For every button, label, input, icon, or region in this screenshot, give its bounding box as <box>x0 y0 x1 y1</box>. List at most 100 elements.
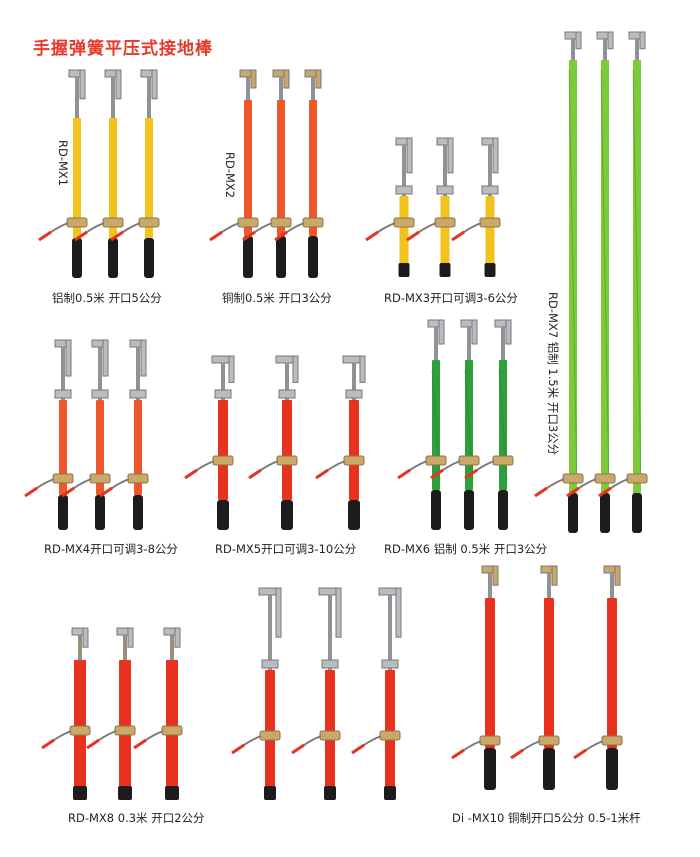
rod-collar-p5-r0 <box>212 455 234 466</box>
clamp-nut-p5-r0 <box>214 389 232 399</box>
rod-collar-p5-r2 <box>343 455 365 466</box>
rod-collar-p0-r1 <box>102 217 124 228</box>
caption-mx8: RD-MX8 0.3米 开口2公分 <box>68 811 205 825</box>
rod-wire-tip-p3-r0 <box>534 486 548 498</box>
rod-wire-tip-p1-r0 <box>209 230 223 242</box>
rod-cap-p7-r2 <box>165 786 179 800</box>
rod-shaft-p5-r2 <box>349 400 359 500</box>
rod-shaft-p5-r0 <box>218 400 228 500</box>
caption-mx5: RD-MX5开口可调3-10公分 <box>215 542 357 556</box>
rod-shaft-p1-r1 <box>277 100 285 236</box>
clamp-screw-p1-r1 <box>279 77 283 100</box>
rod-handle-p5-r2 <box>348 500 360 530</box>
rod-collar-p6-r2 <box>492 455 514 466</box>
rod-wire-tip-p2-r1 <box>406 230 420 242</box>
label-mx2: RD-MX2 <box>223 152 237 199</box>
rod-wire-tip-p5-r0 <box>184 468 198 480</box>
rod-handle-p6-r2 <box>498 490 508 530</box>
clamp-jaw-p2-r1 <box>447 137 454 174</box>
rod-handle-p4-r1 <box>95 495 105 530</box>
clamp-jaw-p3-r0 <box>575 31 582 50</box>
caption-mx2: 铜制0.5米 开口3公分 <box>222 291 332 305</box>
clamp-screw-p6-r2 <box>501 327 505 360</box>
rod-wire-tip-p4-r1 <box>61 486 75 498</box>
rod-shaft-p9-r0 <box>485 598 495 748</box>
rod-collar-p1-r2 <box>302 217 324 228</box>
clamp-jaw-p5-r2 <box>359 355 366 383</box>
clamp-nut-p8-r1 <box>321 659 339 669</box>
rod-wire-tip-p6-r0 <box>397 468 411 480</box>
clamp-screw-p6-r1 <box>467 327 471 360</box>
rod-collar-p2-r0 <box>393 217 415 228</box>
rod-handle-p3-r2 <box>632 493 642 533</box>
clamp-screw-p3-r1 <box>603 39 607 60</box>
rod-wire-tip-p9-r2 <box>573 748 587 760</box>
rod-collar-p1-r0 <box>237 217 259 228</box>
clamp-screw-p9-r1 <box>547 573 551 598</box>
clamp-nut-p2-r2 <box>481 185 499 195</box>
rod-shaft-p5-r1 <box>282 400 292 500</box>
rod-collar-p8-r2 <box>379 730 401 741</box>
rod-wire-tip-p2-r0 <box>365 230 379 242</box>
rod-handle-p0-r2 <box>144 238 154 278</box>
rod-shaft-p2-r2 <box>485 196 495 277</box>
clamp-jaw-p6-r0 <box>438 319 445 345</box>
rod-wire-tip-p5-r2 <box>315 468 329 480</box>
clamp-jaw-p5-r1 <box>292 355 299 383</box>
rod-collar-p4-r0 <box>52 473 74 484</box>
rod-handle-p9-r0 <box>484 748 496 790</box>
rod-handle-p4-r0 <box>58 495 68 530</box>
clamp-jaw-p7-r1 <box>127 627 134 648</box>
rod-handle-p0-r1 <box>108 238 118 278</box>
clamp-screw-p0-r0 <box>75 77 79 118</box>
rod-cap-p8-r0 <box>264 786 276 800</box>
clamp-screw-p9-r2 <box>610 573 614 598</box>
clamp-screw-p2-r2 <box>488 145 492 196</box>
caption-mx3: RD-MX3开口可调3-6公分 <box>384 291 518 305</box>
label-mx1: RD-MX1 <box>56 140 70 187</box>
clamp-nut-p2-r1 <box>436 185 454 195</box>
rod-cap-p7-r0 <box>73 786 87 800</box>
clamp-screw-p4-r0 <box>61 347 65 400</box>
rod-wire-tip-p7-r0 <box>41 738 55 750</box>
rod-handle-p5-r0 <box>217 500 229 530</box>
clamp-screw-p7-r2 <box>170 635 174 660</box>
rod-collar-p7-r2 <box>161 725 183 736</box>
rod-collar-p3-r1 <box>594 473 616 484</box>
rod-collar-p9-r1 <box>538 735 560 746</box>
clamp-jaw-p1-r0 <box>250 69 257 89</box>
rod-collar-p6-r0 <box>425 455 447 466</box>
clamp-screw-p5-r2 <box>352 363 356 400</box>
clamp-screw-p7-r1 <box>123 635 127 660</box>
rod-collar-p2-r2 <box>479 217 501 228</box>
rod-wire-tip-p8-r0 <box>231 743 245 755</box>
rod-handle-p5-r1 <box>281 500 293 530</box>
clamp-jaw-p9-r0 <box>492 565 499 586</box>
clamp-jaw-p7-r2 <box>174 627 181 648</box>
rod-wire-tip-p9-r1 <box>510 748 524 760</box>
clamp-screw-p9-r0 <box>488 573 492 598</box>
caption-mx4: RD-MX4开口可调3-8公分 <box>44 542 178 556</box>
clamp-jaw-p0-r1 <box>115 69 122 100</box>
rod-handle-p3-r1 <box>600 493 610 533</box>
rod-wire-tip-p1-r2 <box>274 230 288 242</box>
rod-collar-p8-r0 <box>259 730 281 741</box>
clamp-jaw-p2-r0 <box>406 137 413 174</box>
rod-collar-p0-r0 <box>66 217 88 228</box>
rod-collar-p6-r1 <box>458 455 480 466</box>
rod-wire-tip-p3-r2 <box>598 486 612 498</box>
rod-collar-p4-r2 <box>127 473 149 484</box>
rod-shaft-p9-r1 <box>544 598 554 748</box>
rod-stripe-p3-r2 <box>632 69 642 484</box>
rod-collar-p8-r1 <box>319 730 341 741</box>
rod-wire-tip-p0-r2 <box>110 230 124 242</box>
rod-wire-tip-p0-r1 <box>74 230 88 242</box>
rod-stripe-p3-r1 <box>600 69 610 484</box>
caption-mx1: 铝制0.5米 开口5公分 <box>52 291 162 305</box>
rod-collar-p5-r1 <box>276 455 298 466</box>
clamp-jaw-p2-r2 <box>492 137 499 174</box>
clamp-screw-p1-r0 <box>246 77 250 100</box>
rod-wire-tip-p0-r0 <box>38 230 52 242</box>
rod-collar-p2-r1 <box>434 217 456 228</box>
